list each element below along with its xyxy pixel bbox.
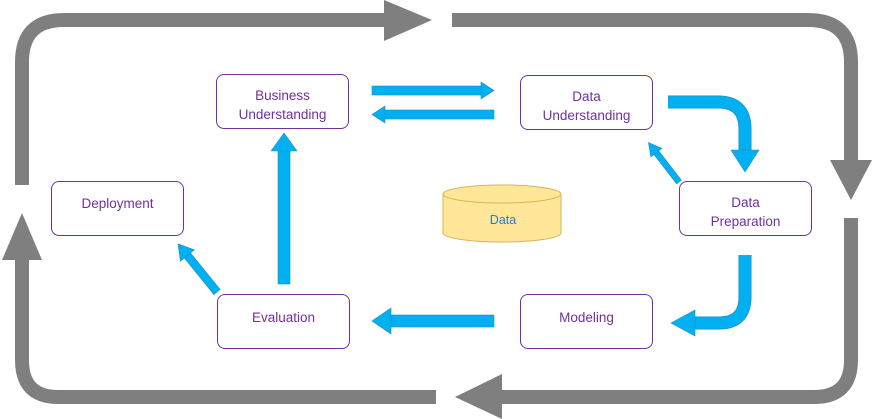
node-business-understanding: Business Understanding (216, 74, 349, 129)
arrow-preparation-to-understanding (648, 141, 682, 185)
data-store-label: Data (489, 213, 517, 227)
node-evaluation-label: Evaluation (251, 310, 316, 325)
node-deployment-label: Deployment (81, 196, 154, 211)
cycle-arrowhead-top (384, 0, 432, 41)
database-cylinder-icon (442, 184, 562, 243)
node-business-understanding-line2: Understanding (238, 107, 327, 122)
node-data-understanding-line1: Data (572, 89, 601, 104)
node-data-understanding-line2: Understanding (542, 108, 631, 123)
cycle-arrowhead-right (830, 160, 872, 200)
arrow-understanding-to-business (371, 105, 495, 124)
node-data-understanding: Data Understanding (520, 75, 653, 130)
node-modeling-label: Modeling (559, 310, 614, 325)
arrow-evaluation-to-deployment (177, 243, 221, 295)
cycle-arrow-bottom-left (15, 250, 436, 404)
inner-flow (177, 81, 760, 337)
arrow-business-to-understanding (371, 81, 495, 100)
arrow-modeling-to-evaluation (371, 307, 495, 335)
node-data-preparation-line2: Preparation (710, 214, 781, 229)
node-data-preparation: Data Preparation (679, 181, 812, 236)
cycle-arrowhead-bottom (455, 374, 502, 419)
node-data-preparation-line1: Data (731, 195, 760, 210)
node-evaluation: Evaluation (217, 294, 350, 349)
arrow-evaluation-to-business (270, 132, 298, 285)
arrow-understanding-to-preparation (668, 95, 760, 173)
node-modeling: Modeling (520, 294, 653, 349)
arrow-preparation-to-modeling (670, 255, 752, 337)
cycle-arrow-top-right (452, 13, 858, 165)
cycle-arrow-bottom-right (498, 218, 858, 404)
cycle-arrow-top-left (15, 13, 388, 185)
cycle-arrowhead-left (2, 213, 42, 260)
node-deployment: Deployment (51, 181, 184, 236)
node-business-understanding-line1: Business (255, 88, 310, 103)
